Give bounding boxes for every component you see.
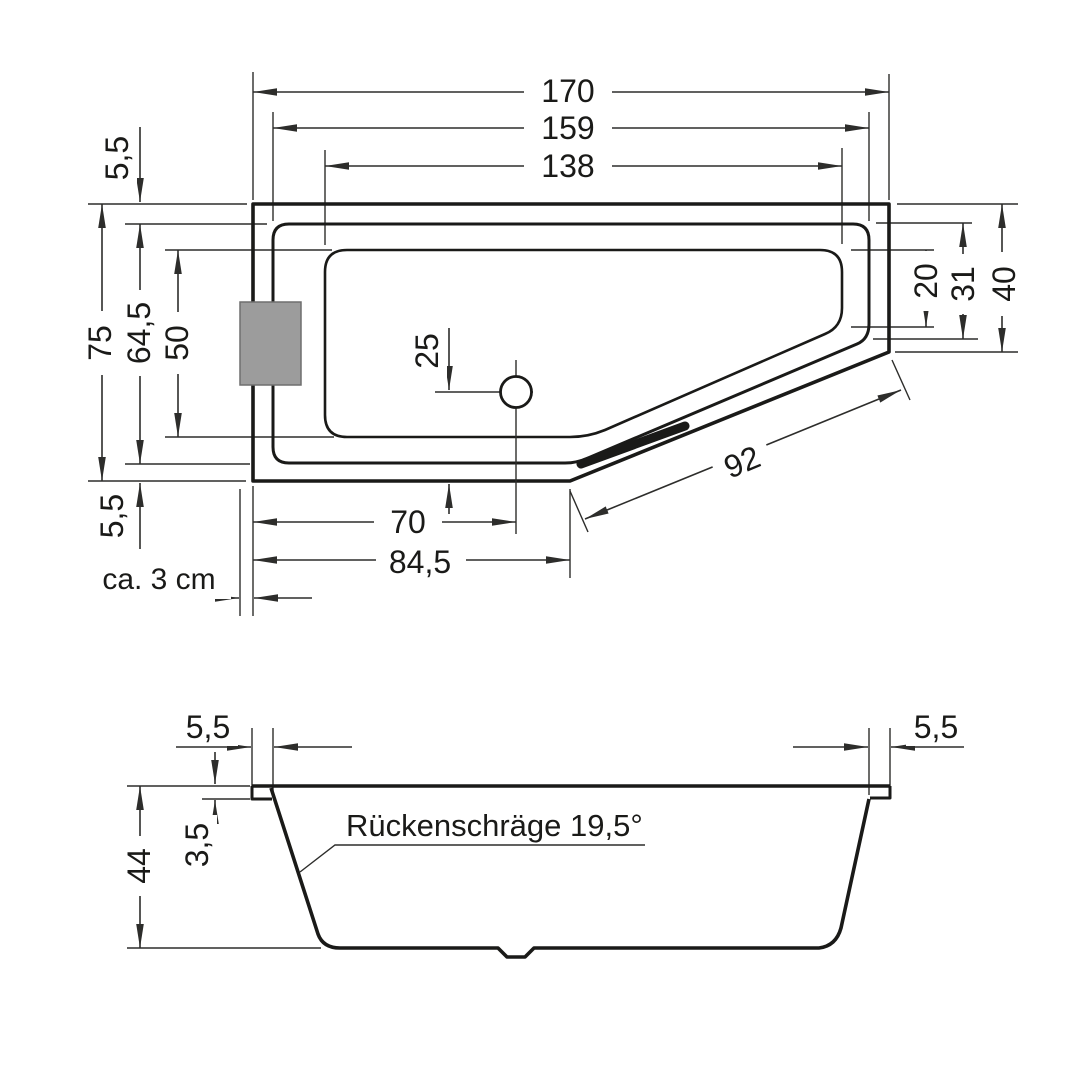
svg-text:84,5: 84,5 bbox=[389, 544, 451, 580]
dimension-lines-side-view bbox=[136, 743, 964, 948]
svg-text:159: 159 bbox=[541, 110, 594, 146]
tub-rim-outline bbox=[271, 222, 871, 465]
tub-outer-outline bbox=[251, 202, 891, 483]
dim-label-end-width-rim: 31 bbox=[943, 254, 983, 314]
svg-text:170: 170 bbox=[541, 73, 594, 109]
side-body-profile bbox=[269, 787, 871, 959]
svg-text:50: 50 bbox=[159, 325, 195, 361]
dim-label-slope-edge-length: 92 bbox=[705, 426, 779, 498]
back-slope-leader-line bbox=[299, 844, 645, 873]
dim-label-end-width-overall: 40 bbox=[984, 252, 1024, 316]
svg-text:70: 70 bbox=[390, 504, 426, 540]
svg-text:3,5: 3,5 bbox=[179, 823, 215, 867]
dim-label-lip-thickness: 3,5 bbox=[177, 815, 217, 877]
svg-text:ca. 3 cm: ca. 3 cm bbox=[102, 563, 215, 596]
slope-dim-tick-right bbox=[891, 359, 911, 401]
dim-label-rim-width-bottom: 5,5 bbox=[92, 486, 132, 548]
side-left-lip bbox=[250, 786, 272, 801]
dim-label-length-overall: 170 bbox=[524, 71, 612, 111]
extension-lines-side-view bbox=[127, 728, 891, 949]
extension-lines-top-view bbox=[88, 72, 1018, 616]
svg-text:5,5: 5,5 bbox=[94, 494, 130, 538]
svg-text:44: 44 bbox=[121, 848, 157, 884]
dim-label-rim-width-top: 5,5 bbox=[97, 128, 137, 190]
dim-label-width-rim: 64,5 bbox=[119, 290, 159, 376]
drain-circle bbox=[499, 375, 533, 409]
dim-label-drain-offset-left: 70 bbox=[374, 502, 442, 542]
dim-label-rim-width-right: 5,5 bbox=[906, 706, 966, 746]
dim-label-length-rim: 159 bbox=[524, 108, 612, 148]
dim-label-length-basin: 138 bbox=[524, 146, 612, 186]
top-view: 170 159 138 5,5 75 64,5 bbox=[81, 71, 1024, 616]
dim-label-headrest-offset: ca. 3 cm bbox=[87, 557, 231, 599]
dim-label-drain-offset-bottom: 25 bbox=[407, 321, 447, 383]
dim-label-rim-width-left: 5,5 bbox=[178, 706, 238, 746]
svg-text:40: 40 bbox=[986, 266, 1022, 302]
dim-label-height-overall: 44 bbox=[119, 836, 159, 896]
drain bbox=[435, 360, 533, 534]
dimension-labels-top-view: 170 159 138 5,5 75 64,5 bbox=[81, 71, 1024, 599]
dim-label-width-basin: 50 bbox=[157, 312, 197, 374]
side-view: 5,5 5,5 3,5 44 Rückenschräge 19,5° bbox=[119, 706, 966, 959]
svg-text:5,5: 5,5 bbox=[99, 136, 135, 180]
svg-text:64,5: 64,5 bbox=[121, 302, 157, 364]
svg-text:75: 75 bbox=[82, 325, 118, 361]
svg-text:25: 25 bbox=[409, 333, 445, 369]
svg-text:20: 20 bbox=[908, 263, 944, 299]
dim-label-width-overall: 75 bbox=[81, 311, 121, 375]
svg-text:5,5: 5,5 bbox=[186, 709, 230, 745]
back-slope-label: Rückenschräge 19,5° bbox=[346, 808, 643, 843]
dim-label-end-width-basin: 20 bbox=[906, 251, 946, 311]
side-right-lip bbox=[870, 786, 892, 800]
dimension-labels-side-view: 5,5 5,5 3,5 44 Rückenschräge 19,5° bbox=[119, 706, 966, 896]
svg-text:31: 31 bbox=[945, 266, 981, 302]
dim-label-slope-start-offset: 84,5 bbox=[376, 542, 466, 582]
slope-dim-tick-left bbox=[569, 490, 589, 533]
svg-text:5,5: 5,5 bbox=[914, 709, 958, 745]
headrest bbox=[239, 301, 302, 386]
tub-basin-outline bbox=[323, 248, 844, 439]
svg-text:138: 138 bbox=[541, 148, 594, 184]
